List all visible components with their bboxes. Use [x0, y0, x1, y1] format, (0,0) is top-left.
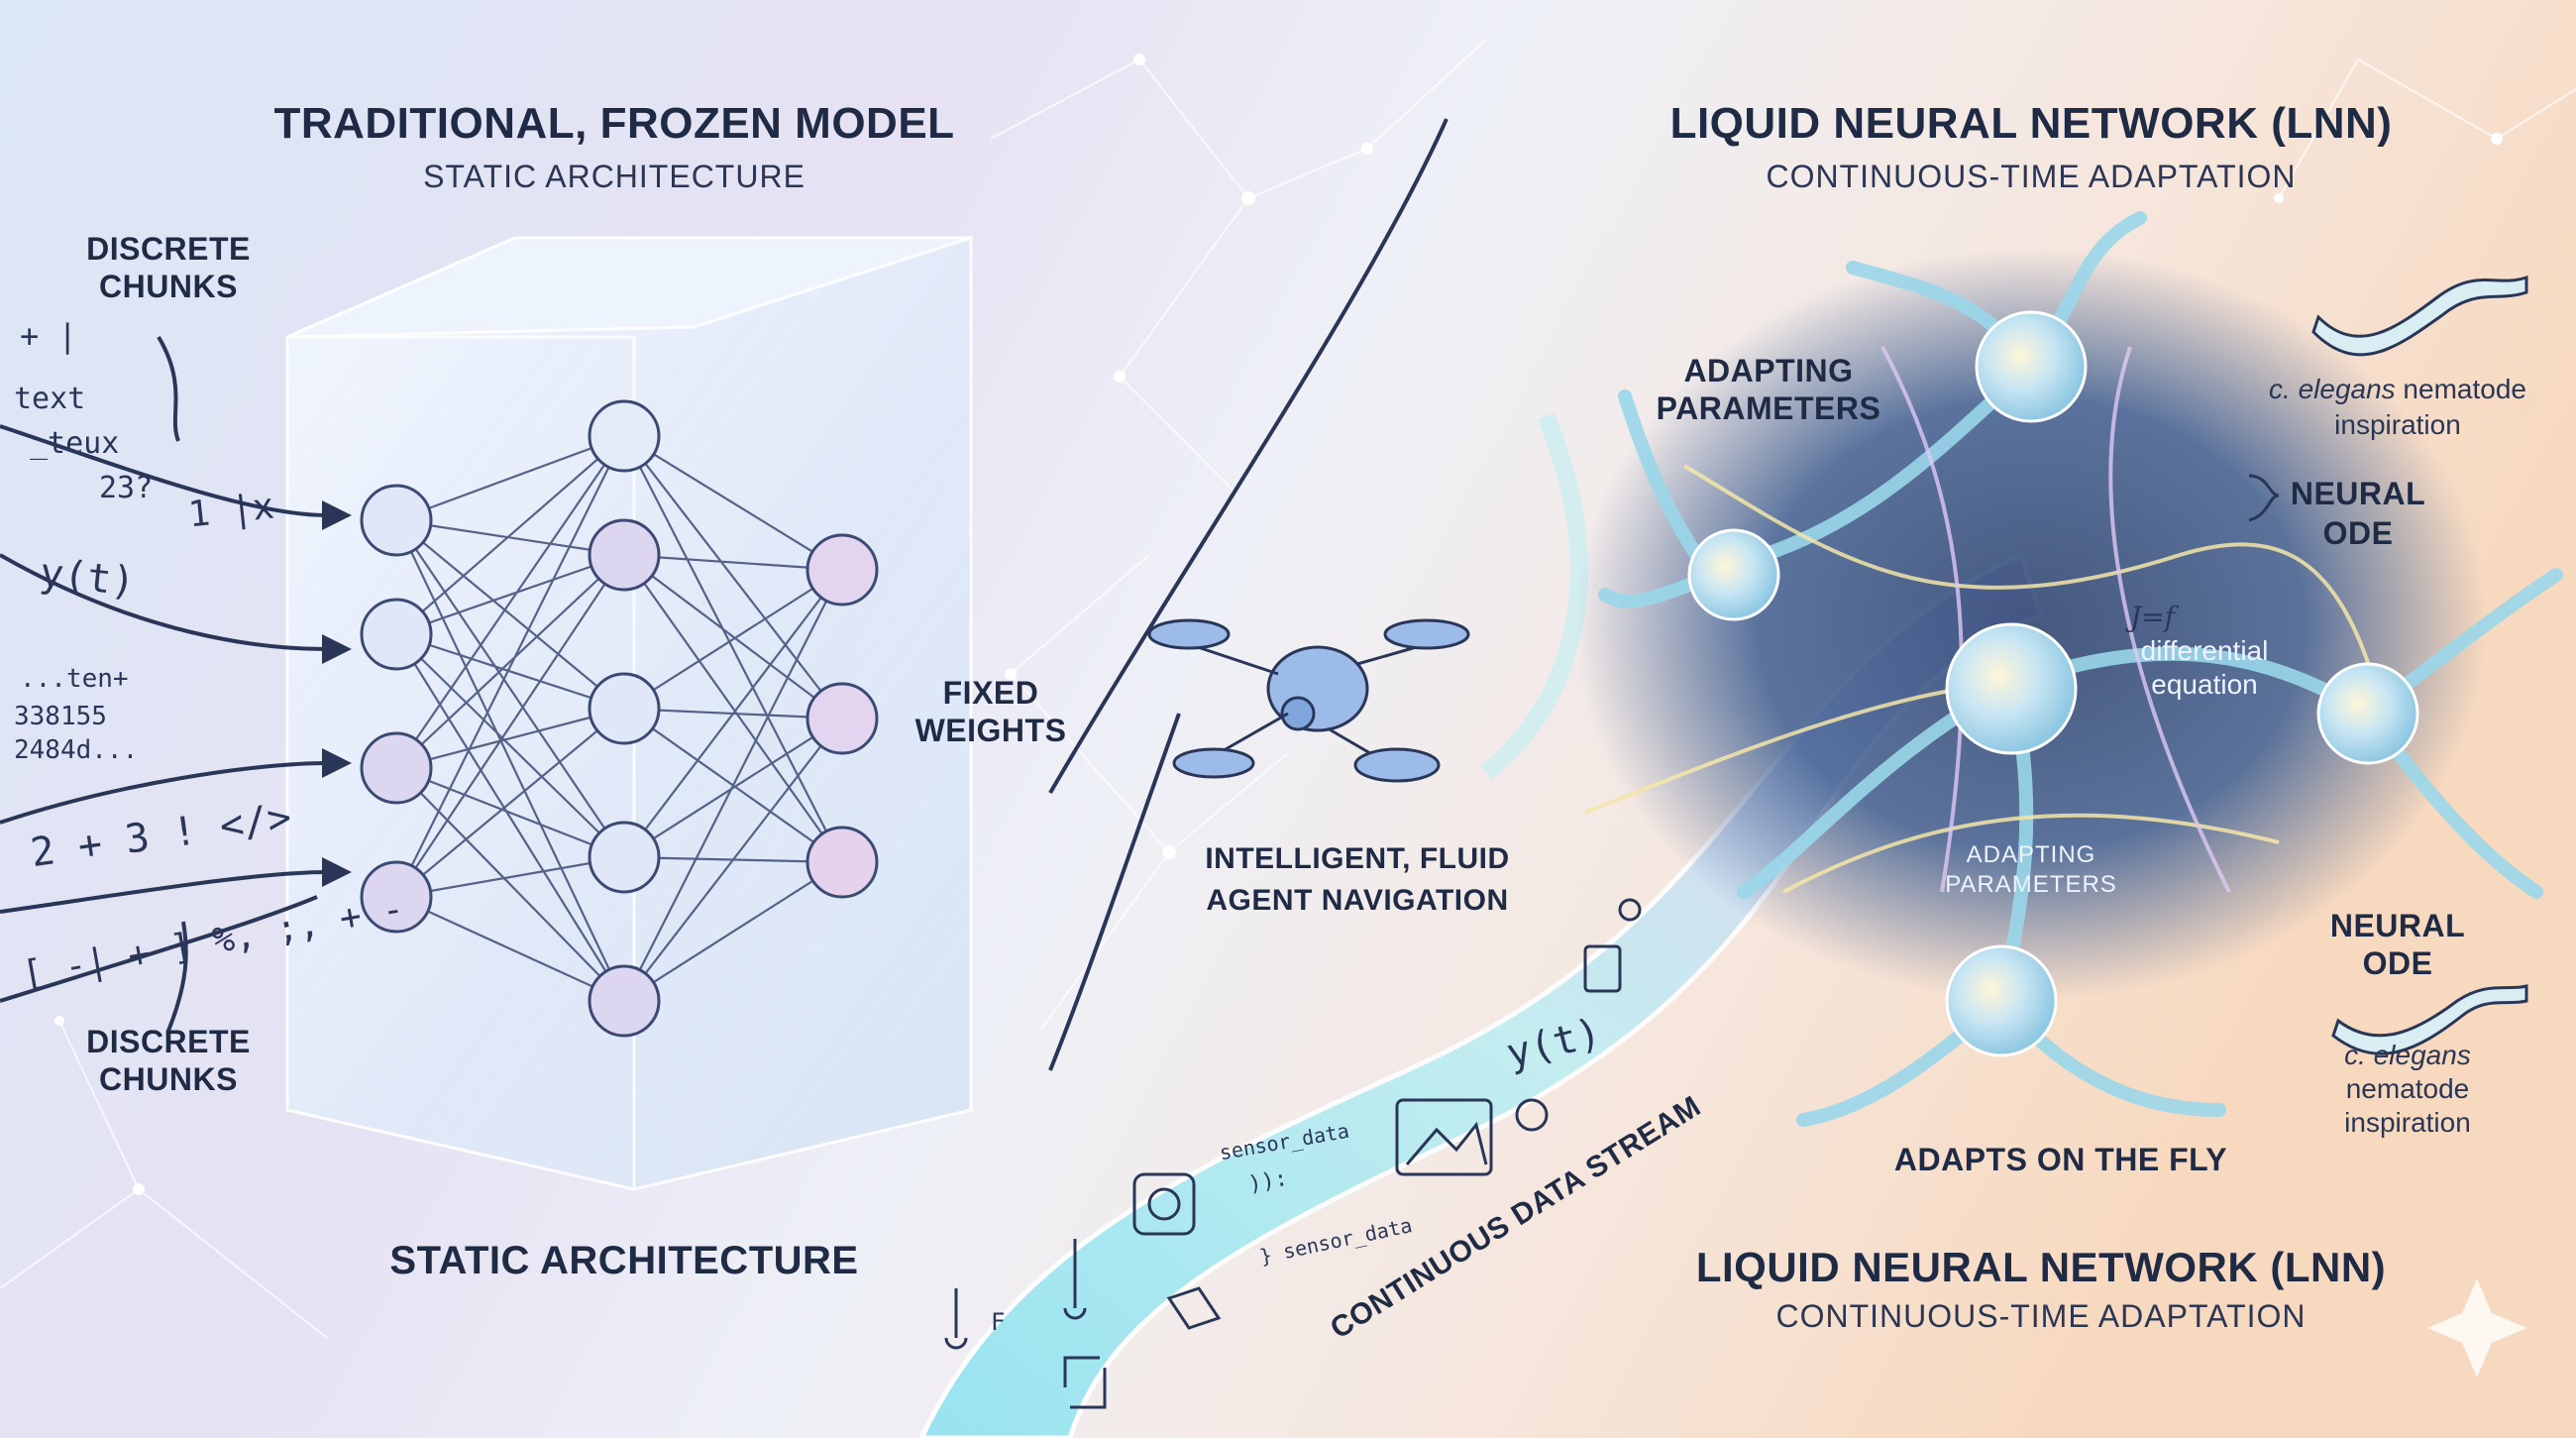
- nematode-icon: [2311, 275, 2528, 357]
- static-architecture-label: STATIC ARCHITECTURE: [389, 1239, 859, 1282]
- network-nodes: [360, 399, 879, 1038]
- stream-icons: [944, 898, 1642, 1409]
- scribble-text: text: [14, 382, 86, 416]
- adapting-parameters-center-label: ADAPTING PARAMETERS: [1945, 841, 2117, 898]
- scribble-text: 2484d...: [14, 735, 139, 765]
- neural-ode-bottom-label: NEURAL ODE: [2329, 908, 2466, 981]
- nematode-icon-bottom: [2331, 984, 2528, 1055]
- left-subtitle: STATIC ARCHITECTURE: [423, 159, 805, 194]
- agent-navigation-label: INTELLIGENT, FLUID AGENT NAVIGATION: [1205, 842, 1510, 917]
- celegans-top-label: c. elegans nematode inspiration: [2239, 372, 2556, 443]
- celegans-bottom-label: c. elegans nematode inspiration: [2279, 1039, 2536, 1140]
- scribble-text: 23?: [99, 471, 154, 505]
- adapts-on-the-fly-label: ADAPTS ON THE FLY: [1893, 1142, 2228, 1177]
- right-subtitle: CONTINUOUS-TIME ADAPTATION: [1766, 159, 2297, 194]
- discrete-chunks-top-label: DISCRETE CHUNKS: [86, 231, 251, 304]
- fixed-weight-network: [395, 434, 843, 1003]
- adapting-parameters-top-label: ADAPTING PARAMETERS: [1656, 353, 1881, 426]
- discrete-chunks-bottom-label: DISCRETE CHUNKS: [86, 1024, 251, 1097]
- left-title: TRADITIONAL, FROZEN MODEL: [273, 99, 955, 148]
- celegans-bottom-species: c. elegans: [2344, 1040, 2471, 1070]
- celegans-bottom-rest: nematode inspiration: [2344, 1073, 2471, 1138]
- drone-icon: [1147, 618, 1470, 783]
- scribble-text: ...ten+: [20, 664, 129, 694]
- stream-text: F: [991, 1308, 1006, 1336]
- scribble-text: _teux: [30, 426, 120, 461]
- neuron-somas: [1687, 310, 2419, 1057]
- input-arrows: [0, 335, 328, 1032]
- neural-ode-top-label: NEURAL ODE: [2290, 476, 2426, 551]
- celegans-top-species: c. elegans: [2269, 374, 2396, 404]
- differential-symbol: J=f: [2130, 601, 2176, 633]
- right-subtitle-bottom: CONTINUOUS-TIME ADAPTATION: [1775, 1298, 2307, 1334]
- right-title-bottom: LIQUID NEURAL NETWORK (LNN): [1695, 1244, 2387, 1290]
- fixed-weights-label: FIXED WEIGHTS: [914, 675, 1067, 748]
- celegans-top-rest: nematode inspiration: [2334, 374, 2526, 440]
- differential-equation-label: differential equation: [2140, 635, 2269, 700]
- scribble-text: 338155: [14, 702, 107, 731]
- right-title: LIQUID NEURAL NETWORK (LNN): [1669, 99, 2393, 148]
- scribble-text: + |: [20, 317, 77, 355]
